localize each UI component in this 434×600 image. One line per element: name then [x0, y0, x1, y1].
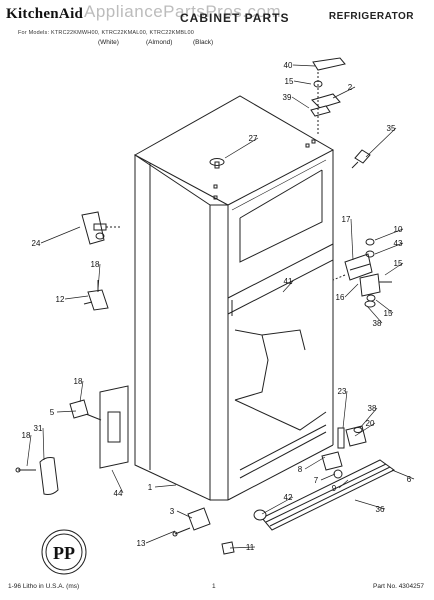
middle-hinge-parts: [332, 238, 392, 308]
callout-leader-43: [374, 242, 404, 255]
callout-leader-9: [338, 479, 349, 489]
callout-label-27: 27: [249, 134, 258, 143]
callout-label-15: 15: [384, 309, 393, 318]
callout-leader-31: [42, 427, 45, 461]
callout-leader-23: [342, 390, 348, 429]
callout-leader-41: [282, 280, 294, 293]
callout-label-20: 20: [366, 419, 375, 428]
part-35: [351, 149, 371, 169]
callout-leader-18: [26, 434, 32, 467]
callout-label-38: 38: [373, 319, 382, 328]
callout-leader-12: [64, 295, 89, 300]
callout-leader-1: [154, 484, 177, 488]
callout-label-9: 9: [332, 484, 337, 493]
part-12-18: [83, 280, 109, 311]
footer-part-no: Part No. 4304257: [373, 583, 424, 590]
callout-leader-27: [224, 137, 259, 159]
callout-label-23: 23: [338, 387, 347, 396]
callout-leader-15: [384, 262, 404, 276]
callout-leader-7: [320, 473, 336, 481]
callout-label-15: 15: [394, 259, 403, 268]
callout-leader-44: [111, 469, 124, 494]
callout-leader-5: [56, 410, 77, 413]
color-legend: (White) (Almond) (Black): [0, 39, 434, 49]
part-24: [81, 211, 122, 245]
appliance-type: REFRIGERATOR: [328, 11, 414, 22]
callout-leader-40: [292, 64, 316, 67]
callout-label-39: 39: [283, 93, 292, 102]
callout-label-44: 44: [114, 489, 123, 498]
base-grille-36: [253, 459, 395, 531]
callout-label-17: 17: [342, 215, 351, 224]
callout-leader-6: [391, 469, 415, 480]
bottom-hinge-parts: [337, 425, 367, 449]
divider-mullion: [227, 243, 334, 315]
callout-label-13: 13: [137, 539, 146, 548]
callout-leader-3: [176, 510, 193, 519]
footer-page: 1: [212, 583, 216, 590]
callout-label-18: 18: [74, 377, 83, 386]
callout-leader-13: [145, 530, 176, 544]
top-hinge-parts: [310, 57, 346, 135]
callout-leader-42: [261, 496, 294, 515]
callout-leader-38: [359, 407, 378, 429]
pp-logo: [41, 529, 87, 575]
callout-label-11: 11: [246, 543, 255, 552]
side-panel-44: [69, 385, 129, 469]
callout-leader-35: [365, 127, 397, 158]
callout-label-2: 2: [348, 83, 353, 92]
callout-leader-18: [79, 380, 84, 403]
callout-label-40: 40: [284, 61, 293, 70]
callout-leader-17: [350, 218, 354, 261]
callout-leader-24: [40, 226, 81, 244]
callout-label-36: 36: [376, 505, 385, 514]
callout-label-6: 6: [407, 475, 412, 484]
callout-leader-38: [366, 305, 383, 324]
watermark: AppliancePartsPros.com: [84, 2, 282, 21]
callout-label-5: 5: [50, 408, 55, 417]
color-white: (White): [98, 39, 119, 46]
callout-label-31: 31: [34, 424, 43, 433]
callout-label-16: 16: [336, 293, 345, 302]
callout-label-7: 7: [314, 476, 319, 485]
callout-leader-36: [354, 499, 386, 510]
callout-label-24: 24: [32, 239, 41, 248]
leveler-parts: [172, 507, 235, 555]
callout-leader-10: [374, 228, 404, 241]
footer-litho: 1-96 Litho in U.S.A. (ms): [8, 583, 80, 590]
callout-label-1: 1: [148, 483, 153, 492]
callout-leader-20: [354, 422, 376, 437]
callout-label-42: 42: [284, 493, 293, 502]
color-almond: (Almond): [146, 39, 173, 46]
callout-label-43: 43: [394, 239, 403, 248]
pp-logo-text: PP: [53, 543, 75, 563]
callout-label-8: 8: [298, 465, 303, 474]
callout-leader-8: [304, 456, 326, 470]
callout-label-18: 18: [91, 260, 100, 269]
brand-logo: KitchenAid: [6, 6, 84, 22]
callout-label-41: 41: [284, 277, 293, 286]
refrigerator-cabinet: [133, 95, 335, 501]
callout-label-18: 18: [22, 431, 31, 440]
page-title: CABINET PARTS: [180, 11, 290, 25]
callout-label-15: 15: [285, 77, 294, 86]
callout-label-3: 3: [170, 507, 175, 516]
callout-label-35: 35: [387, 124, 396, 133]
callout-leader-15: [375, 299, 394, 314]
callout-leader-16: [344, 283, 359, 298]
callout-leader-39: [291, 96, 310, 109]
callout-label-38: 38: [368, 404, 377, 413]
callout-label-10: 10: [394, 225, 403, 234]
callout-leader-15: [293, 80, 312, 85]
callout-leader-2: [332, 86, 356, 99]
models-line: For Models: KTRC22KMWH00, KTRC22KMAL00, …: [18, 30, 195, 36]
color-black: (Black): [193, 39, 214, 46]
callout-leader-11: [229, 546, 256, 549]
part-31: [15, 457, 59, 495]
callout-label-12: 12: [56, 295, 65, 304]
callout-leader-18: [97, 263, 101, 291]
